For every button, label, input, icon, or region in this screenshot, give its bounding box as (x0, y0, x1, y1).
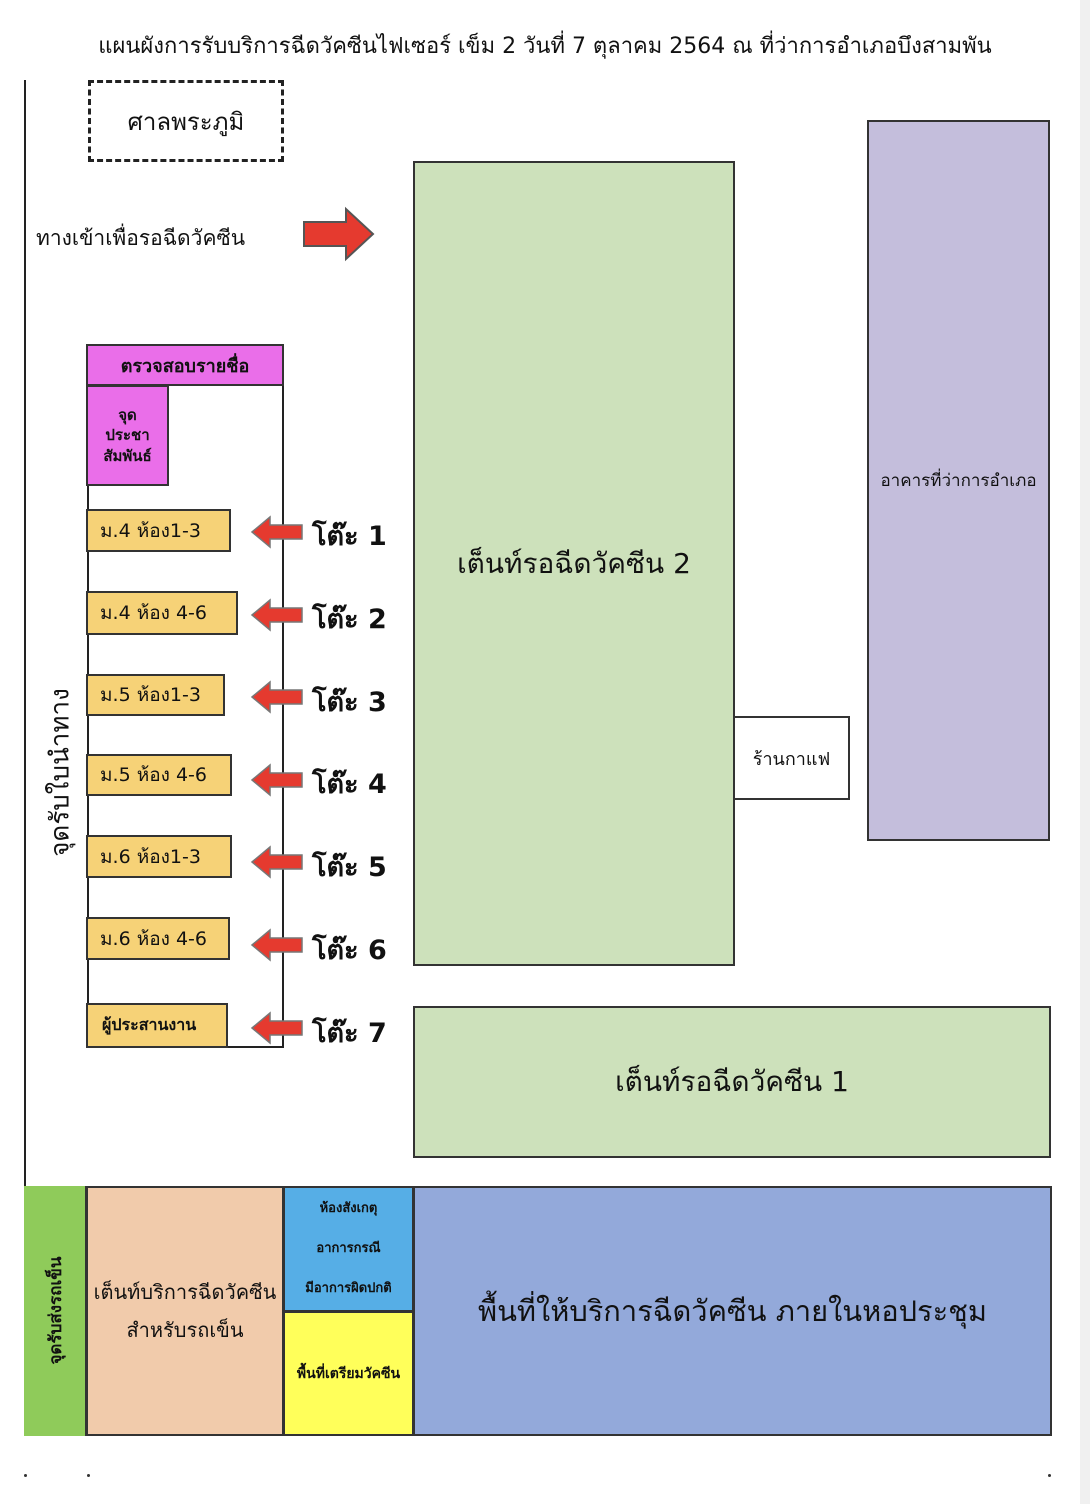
waiting-tent-1-label: เต็นท์รอฉีดวัคซีน 1 (615, 1065, 849, 1098)
entrance-label: ทางเข้าเพื่อรอฉีดวัคซีน (36, 226, 246, 250)
wheelchair-tent-line: สำหรับรถเข็น (126, 1318, 244, 1342)
grade-label: ม.4 ห้อง1-3 (100, 519, 201, 542)
desk-arrow-icon (250, 1011, 303, 1045)
grade-box-4: ม.5 ห้อง 4-6 (86, 754, 232, 796)
grade-label: ม.5 ห้อง1-3 (100, 684, 201, 706)
desk-arrow-icon (250, 515, 303, 549)
shrine-box: ศาลพระภูมิ (88, 80, 284, 162)
shrine-label: ศาลพระภูมิ (127, 107, 245, 136)
grade-box-2: ม.4 ห้อง 4-6 (86, 591, 238, 635)
wheelchair-point: จุดรับส่งรถเข็น (24, 1186, 87, 1436)
grade-box-7: ผู้ประสานงาน (86, 1003, 228, 1048)
desk-label: โต๊ะ 2 (312, 604, 387, 635)
hall-vaccination-area: พื้นที่ให้บริการฉีดวัคซีน ภายในหอประชุม (413, 1186, 1052, 1436)
pr-point-line: สัมพันธ์ (103, 446, 152, 465)
desk-label: โต๊ะ 4 (312, 769, 387, 800)
waiting-tent-2-label: เต็นท์รอฉีดวัคซีน 2 (457, 546, 691, 580)
grade-label: ม.6 ห้อง1-3 (100, 845, 201, 868)
corner-dot (24, 1474, 27, 1477)
waiting-tent-2: เต็นท์รอฉีดวัคซีน 2 (413, 161, 735, 966)
coffee-shop-label: ร้านกาแฟ (752, 748, 831, 770)
registration-column-left (87, 385, 89, 1048)
grade-label: ม.6 ห้อง 4-6 (100, 927, 207, 950)
desk-arrow-icon (250, 598, 303, 632)
desk-label: โต๊ะ 5 (312, 852, 387, 883)
desk-label: โต๊ะ 1 (312, 521, 387, 552)
district-office-building: อาคารที่ว่าการอำเภอ (867, 120, 1050, 841)
grade-box-3: ม.5 ห้อง1-3 (86, 674, 225, 716)
vaccine-prep-label: พื้นที่เตรียมวัคซีน (296, 1365, 401, 1382)
grade-label: ม.4 ห้อง 4-6 (100, 602, 207, 624)
receive-guide-point: จุดรับใบนำทาง (30, 680, 90, 860)
corner-dot (1048, 1474, 1051, 1477)
grade-box-5: ม.6 ห้อง1-3 (86, 835, 232, 878)
corner-dot (87, 1474, 90, 1477)
wheelchair-tent-line: เต็นท์บริการฉีดวัคซีน (93, 1280, 277, 1304)
pr-point-line: จุด (118, 406, 137, 425)
hall-vaccination-label: พื้นที่ให้บริการฉีดวัคซีน ภายในหอประชุม (477, 1294, 987, 1328)
coffee-shop: ร้านกาแฟ (733, 716, 850, 800)
grade-label: ผู้ประสานงาน (102, 1015, 197, 1034)
desk-arrow-icon (250, 928, 303, 962)
check-names-label: ตรวจสอบรายชื่อ (120, 355, 250, 377)
pr-point-box: จุด ประชา สัมพันธ์ (86, 385, 169, 486)
receive-guide-label: จุดรับใบนำทาง (45, 688, 76, 857)
pr-point-line: ประชา (105, 426, 150, 445)
grade-label: ม.5 ห้อง 4-6 (100, 764, 207, 786)
grade-box-1: ม.4 ห้อง1-3 (86, 509, 231, 552)
observation-room: ห้องสังเกตุ อาการกรณี มีอาการผิดปกติ (283, 1186, 414, 1312)
grade-box-6: ม.6 ห้อง 4-6 (86, 917, 230, 960)
desk-arrow-icon (250, 680, 303, 714)
desk-arrow-icon (250, 763, 303, 797)
left-boundary (24, 80, 26, 1186)
check-names-box: ตรวจสอบรายชื่อ (86, 344, 284, 386)
wheelchair-point-label: จุดรับส่งรถเข็น (46, 1256, 66, 1365)
page-edge (1080, 0, 1090, 1504)
observation-line: อาการกรณี (316, 1240, 381, 1256)
entrance-arrow-icon (303, 206, 375, 262)
desk-label: โต๊ะ 3 (312, 687, 387, 718)
desk-arrow-icon (250, 845, 303, 879)
wheelchair-vaccine-tent: เต็นท์บริการฉีดวัคซีน สำหรับรถเข็น (86, 1186, 284, 1436)
page-title: แผนผังการรับบริการฉีดวัคซีนไฟเซอร์ เข็ม … (98, 34, 992, 59)
desk-label: โต๊ะ 7 (312, 1018, 387, 1049)
district-office-label: อาคารที่ว่าการอำเภอ (880, 471, 1037, 491)
observation-line: มีอาการผิดปกติ (305, 1281, 392, 1297)
observation-line: ห้องสังเกตุ (319, 1200, 378, 1216)
waiting-tent-1: เต็นท์รอฉีดวัคซีน 1 (413, 1006, 1051, 1158)
desk-label: โต๊ะ 6 (312, 935, 387, 966)
vaccine-prep-area: พื้นที่เตรียมวัคซีน (283, 1311, 414, 1436)
